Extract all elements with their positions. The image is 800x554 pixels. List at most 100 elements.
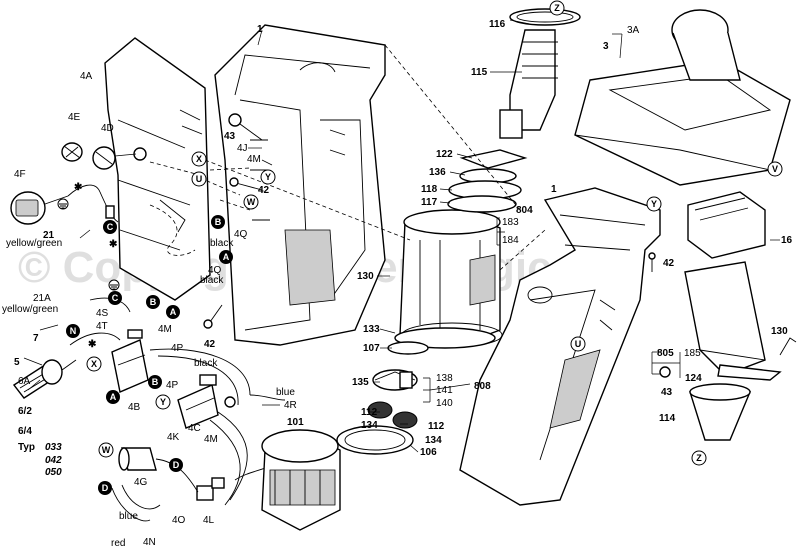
rings-136-118-117 bbox=[447, 168, 522, 213]
label-4j: 4J bbox=[237, 143, 248, 154]
label-typ: Typ bbox=[18, 442, 35, 453]
asterisk-3: ✱ bbox=[88, 339, 97, 350]
label-6-2: 6/2 bbox=[18, 406, 32, 417]
chute-16 bbox=[687, 191, 766, 259]
part-4g-capacitor bbox=[118, 447, 157, 471]
label-4q2: 4Q bbox=[208, 265, 222, 276]
part-5-plug bbox=[12, 359, 77, 399]
label-4f: 4F bbox=[14, 169, 26, 180]
label-184: 184 bbox=[502, 235, 519, 246]
screw-43b bbox=[659, 366, 671, 378]
label-4d: 4D bbox=[101, 123, 114, 134]
svg-text:C: C bbox=[107, 222, 114, 232]
label-133: 133 bbox=[363, 324, 380, 335]
label-112: 112 bbox=[361, 407, 378, 418]
svg-text:C: C bbox=[112, 293, 119, 303]
handwheel-116 bbox=[509, 8, 581, 26]
motor-housing bbox=[399, 209, 503, 348]
label-114: 114 bbox=[659, 413, 676, 424]
housing-1-right bbox=[459, 187, 661, 506]
gear-112a bbox=[367, 401, 393, 419]
marker-v: V bbox=[767, 161, 783, 177]
wire-label-yellow-green-2: yellow/green bbox=[2, 304, 58, 315]
marker-y-center: Y bbox=[260, 169, 276, 185]
label-4t: 4T bbox=[96, 321, 108, 332]
marker-b-mid: B bbox=[146, 295, 160, 309]
label-118: 118 bbox=[421, 184, 438, 195]
svg-text:A: A bbox=[110, 392, 117, 402]
label-808: 808 bbox=[474, 381, 491, 392]
label-5: 5 bbox=[14, 357, 20, 368]
marker-d-top: D bbox=[169, 458, 183, 472]
bracket-124 bbox=[717, 337, 797, 381]
svg-text:B: B bbox=[152, 377, 159, 387]
wire-label-black-1: black bbox=[210, 238, 234, 249]
leader-lines bbox=[23, 19, 780, 453]
gears-135 bbox=[372, 369, 418, 391]
marker-z-bottom: Z bbox=[691, 450, 707, 466]
cover-panel-4a bbox=[104, 37, 211, 301]
label-106: 106 bbox=[420, 447, 437, 458]
label-6-4: 6/4 bbox=[18, 426, 32, 437]
svg-text:U: U bbox=[575, 339, 582, 349]
label-1b: 1 bbox=[551, 184, 557, 195]
shaft-115 bbox=[499, 29, 558, 139]
svg-text:U: U bbox=[196, 174, 203, 184]
part-4f-socket bbox=[10, 191, 69, 225]
screw-43 bbox=[228, 113, 263, 141]
label-4m2: 4M bbox=[158, 324, 172, 335]
marker-u-left: U bbox=[191, 171, 207, 187]
label-42c: 42 bbox=[663, 258, 675, 269]
wire-21 bbox=[67, 184, 119, 223]
label-4s: 4S bbox=[96, 308, 109, 319]
funnel-114 bbox=[684, 261, 766, 441]
label-136: 136 bbox=[429, 167, 446, 178]
marker-b-low: B bbox=[148, 375, 162, 389]
label-4b: 4B bbox=[128, 402, 141, 413]
label-141: 141 bbox=[436, 385, 453, 396]
svg-text:N: N bbox=[70, 326, 77, 336]
label-3a: 3A bbox=[627, 25, 640, 36]
label-134: 134 bbox=[361, 420, 378, 431]
svg-text:W: W bbox=[247, 197, 256, 207]
label-3: 3 bbox=[603, 41, 609, 52]
label-4p2: 4P bbox=[166, 380, 179, 391]
part-4c-switch bbox=[177, 374, 236, 429]
marker-z-top: Z bbox=[549, 0, 565, 16]
assembly-lines bbox=[149, 44, 546, 271]
label-4k: 4K bbox=[167, 432, 180, 443]
label-135: 135 bbox=[352, 377, 369, 388]
asterisk-1: ✱ bbox=[74, 182, 83, 193]
svg-text:A: A bbox=[223, 252, 230, 262]
svg-text:X: X bbox=[91, 359, 97, 369]
svg-text:B: B bbox=[215, 217, 222, 227]
label-4a: 4A bbox=[80, 71, 93, 82]
marker-y-left: Y bbox=[155, 394, 171, 410]
ground-symbol-2 bbox=[108, 279, 120, 291]
marker-y-right: Y bbox=[646, 196, 662, 212]
marker-x-top: X bbox=[191, 151, 207, 167]
svg-text:X: X bbox=[196, 154, 202, 164]
marker-w-top: W bbox=[243, 194, 259, 210]
housing-1 bbox=[214, 24, 386, 346]
svg-text:W: W bbox=[102, 445, 111, 455]
svg-text:Y: Y bbox=[651, 199, 657, 209]
label-4o: 4O bbox=[172, 515, 186, 526]
label-804: 804 bbox=[516, 205, 533, 216]
label-21a: 21A bbox=[33, 293, 51, 304]
label-16: 16 bbox=[781, 235, 793, 246]
screw-42b bbox=[203, 304, 223, 329]
label-107: 107 bbox=[363, 343, 380, 354]
part-4e-cap bbox=[61, 142, 83, 162]
marker-w-bottom: W bbox=[98, 442, 114, 458]
svg-text:V: V bbox=[772, 164, 778, 174]
label-183: 183 bbox=[502, 217, 519, 228]
wire-label-black-2: black bbox=[200, 275, 224, 286]
wire-label-blue-1: blue bbox=[276, 387, 295, 398]
label-4m: 4M bbox=[247, 154, 261, 165]
part-4l-connector bbox=[196, 477, 225, 501]
marker-a-top: A bbox=[219, 250, 233, 264]
label-7: 7 bbox=[33, 333, 39, 344]
svg-text:B: B bbox=[150, 297, 157, 307]
